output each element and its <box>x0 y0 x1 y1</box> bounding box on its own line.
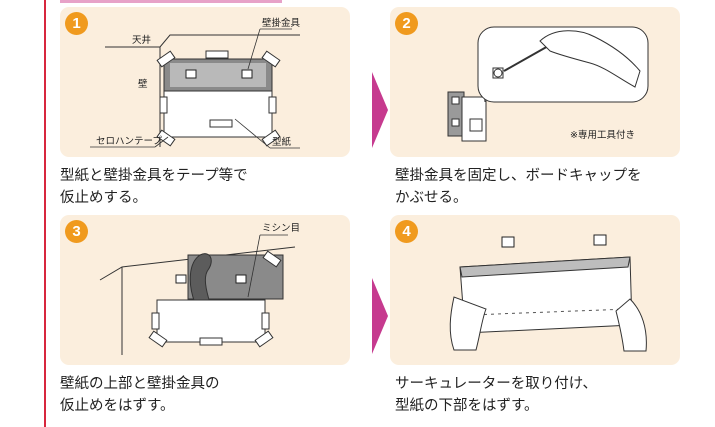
label-bracket: 壁掛金具 <box>262 17 301 29</box>
step-4-drawing <box>449 234 647 352</box>
top-accent-rule <box>60 0 282 3</box>
step-4-illustration: 4 <box>390 215 680 365</box>
label-template: 型紙 <box>272 136 292 148</box>
next-step-arrow-2 <box>372 278 388 354</box>
label-tape: セロハンテープ <box>96 136 162 147</box>
step-3-caption: 壁紙の上部と壁掛金具の 仮止めをはずす。 <box>60 373 220 417</box>
step-4-caption-line-1: サーキュレーターを取り付け、 <box>395 376 597 392</box>
step-2-drawing: ※専用工具付き <box>447 26 649 142</box>
step-3-caption-line-1: 壁紙の上部と壁掛金具の <box>60 376 220 392</box>
step-2-badge: 2 <box>395 12 418 35</box>
label-ceiling: 天井 <box>132 34 151 46</box>
label-perforation: ミシン目 <box>262 223 300 234</box>
step-2-caption: 壁掛金具を固定し、ボードキャップを かぶせる。 <box>395 165 642 209</box>
step-3-illustration: ミシン目 3 <box>60 215 350 365</box>
left-margin-rule <box>44 0 46 427</box>
step-1-caption: 型紙と壁掛金具をテープ等で 仮止めする。 <box>60 165 248 209</box>
step-1-caption-line-1: 型紙と壁掛金具をテープ等で <box>60 168 248 184</box>
label-wall: 壁 <box>138 78 148 90</box>
step-1-drawing: 天井 壁 壁掛金具 セロハンテープ 型紙 <box>90 17 301 149</box>
step-2-illustration: ※専用工具付き 2 <box>390 7 680 157</box>
step-3-drawing: ミシン目 <box>99 223 300 355</box>
step-1-caption-line-2: 仮止めする。 <box>60 190 147 206</box>
step-4-caption-line-2: 型紙の下部をはずす。 <box>395 398 539 414</box>
step-3-caption-line-2: 仮止めをはずす。 <box>60 398 175 414</box>
step-2-caption-line-1: 壁掛金具を固定し、ボードキャップを <box>395 168 642 184</box>
label-tool-note: ※専用工具付き <box>570 129 635 141</box>
step-1-badge: 1 <box>65 12 88 35</box>
step-4-badge: 4 <box>395 220 418 243</box>
next-step-arrow <box>372 72 388 148</box>
step-4-caption: サーキュレーターを取り付け、 型紙の下部をはずす。 <box>395 373 597 417</box>
step-3-badge: 3 <box>65 220 88 243</box>
step-2-caption-line-2: かぶせる。 <box>395 190 468 206</box>
step-1-illustration: 天井 壁 壁掛金具 セロハンテープ 型紙 1 <box>60 7 350 157</box>
